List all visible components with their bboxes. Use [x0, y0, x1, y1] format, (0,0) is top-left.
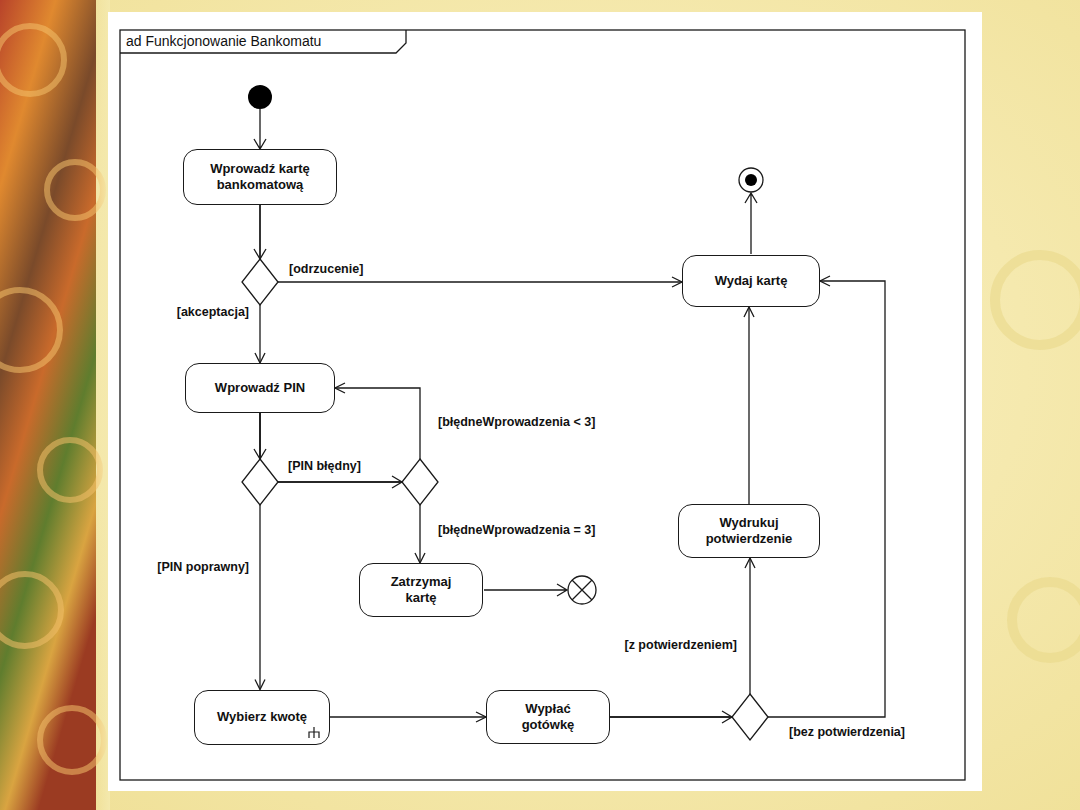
gear [40, 440, 100, 500]
gear [47, 162, 103, 218]
diamond-entry-arrow [254, 449, 266, 459]
guard-label: [z potwierdzeniem] [623, 638, 738, 653]
gear-decoration [0, 26, 104, 772]
decision-diamond [732, 694, 768, 740]
action-label: Wprowadź kartę bankomatową [195, 161, 325, 193]
initial-flow [254, 109, 266, 149]
final-node [739, 168, 763, 192]
action-box: Wydaj kartę [682, 255, 820, 307]
action-label: Zatrzymaj kartę [381, 574, 461, 606]
control-flow [260, 205, 682, 282]
rake-symbol [309, 727, 319, 738]
flow-final-cross [572, 580, 592, 600]
activity-frame [120, 30, 965, 780]
action-label: Wydaj kartę [715, 273, 788, 289]
text-wrap: Wybierz kwotę [217, 709, 307, 725]
flow-final-node [568, 576, 596, 604]
guard-label: [PIN poprawny] [156, 560, 250, 575]
text-wrap: Wprowadź PIN [215, 380, 305, 396]
gear [0, 26, 64, 94]
text-wrap: Wydaj kartę [715, 273, 788, 289]
diagram-panel [108, 12, 982, 791]
gear [1012, 582, 1080, 658]
final-node-dot [745, 174, 757, 186]
gear [0, 290, 60, 370]
action-label: Wypłać gotówkę [508, 701, 588, 733]
initial-node [248, 85, 272, 109]
action-box: Zatrzymaj kartę [359, 563, 483, 617]
strip-fade [96, 0, 110, 810]
gear-strip [0, 0, 96, 810]
gear [0, 574, 61, 646]
action-label: Wybierz kwotę [217, 709, 307, 725]
guard-label: [PIN błędny] [287, 459, 362, 474]
control-flow [330, 716, 486, 717]
diamond-entry-arrow [722, 711, 732, 723]
action-box: Wypłać gotówkę [486, 690, 610, 744]
control-flow [610, 281, 885, 717]
control-flow [610, 558, 750, 717]
text-wrap: Zatrzymaj kartę [381, 574, 461, 606]
text-wrap: Wydrukuj potwierdzenie [690, 515, 808, 547]
gear [995, 255, 1080, 345]
decision-diamond [402, 459, 438, 505]
action-box: Wprowadź PIN [185, 363, 335, 413]
guard-label: [bez potwierdzenia] [788, 725, 906, 740]
guard-label: [błędneWprowadzenia = 3] [437, 523, 596, 538]
text-wrap: Wypłać gotówkę [508, 701, 588, 733]
text-wrap: Wprowadź kartę bankomatową [195, 161, 325, 193]
control-flow [260, 413, 420, 563]
action-box: Wprowadź kartę bankomatową [183, 149, 337, 205]
diamond-entry-arrow [392, 476, 402, 488]
control-flow [259, 413, 260, 690]
action-label: Wprowadź PIN [215, 380, 305, 396]
decision-diamond [242, 259, 278, 305]
gear [40, 708, 104, 772]
guard-label: [błędneWprowadzenia < 3] [437, 415, 596, 430]
action-box: Wydrukuj potwierdzenie [678, 504, 820, 558]
guard-label: [akceptacja] [176, 305, 250, 320]
action-label: Wydrukuj potwierdzenie [690, 515, 808, 547]
frame-title: ad Funkcjonowanie Bankomatu [126, 33, 321, 50]
action-box: Wybierz kwotę [194, 690, 330, 745]
guard-label: [odrzucenie] [288, 262, 364, 277]
flow-final-flow [484, 584, 567, 596]
final-flow [745, 193, 757, 254]
decision-diamond [242, 459, 278, 505]
frame-title-tab [120, 30, 406, 53]
control-flow [748, 307, 749, 504]
faint-gears [995, 255, 1080, 658]
diamond-entry-arrow [254, 249, 266, 259]
call-behavior-rake [308, 726, 320, 739]
